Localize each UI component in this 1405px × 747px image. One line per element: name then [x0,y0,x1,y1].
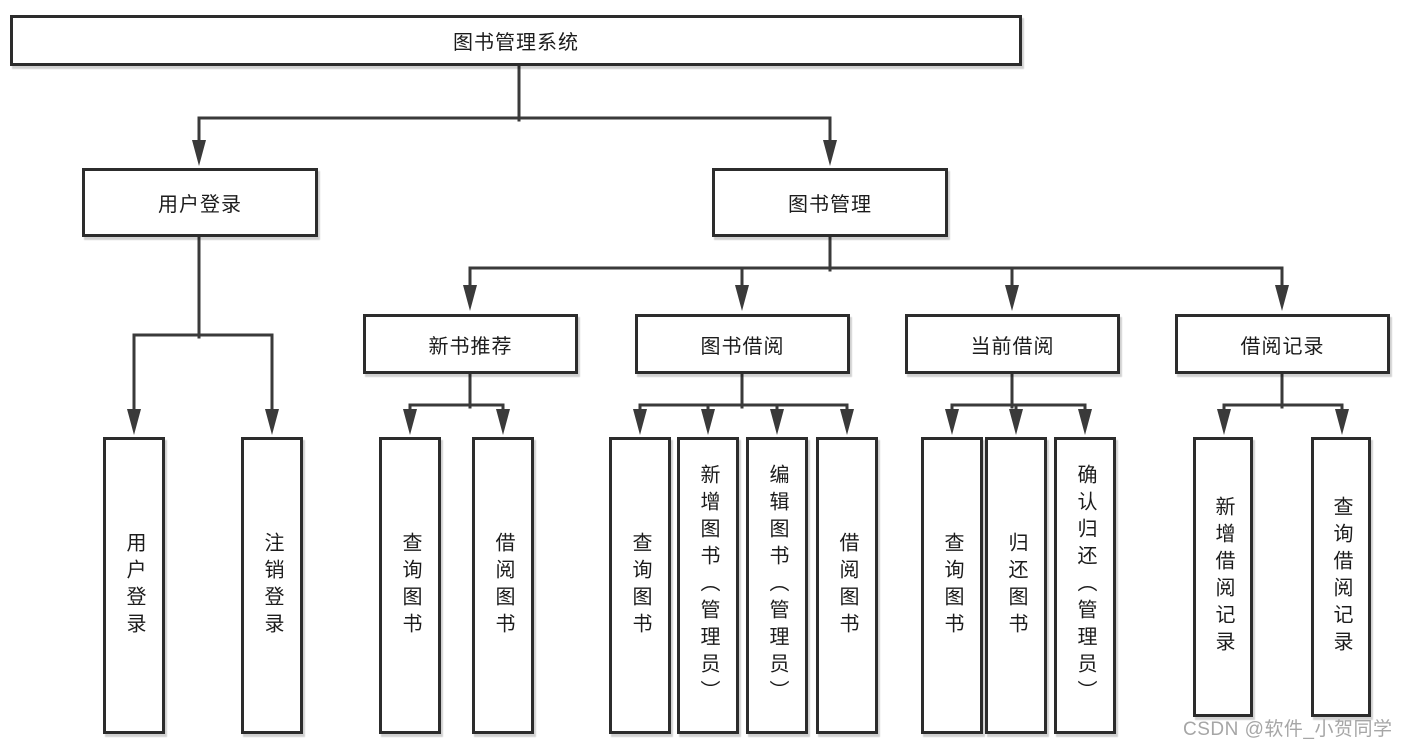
leaf-label: 新增图书（管理员） [697,464,719,707]
node-borrowing-records: 借阅记录 [1175,314,1390,374]
node-label: 新书推荐 [428,335,513,358]
leaf-label: 归还图书 [1005,531,1027,640]
connector-shafts [132,64,1344,413]
leaf-newbook-borrow-books: 借阅图书 [472,437,534,734]
leaf-records-add-record: 新增借阅记录 [1193,437,1253,717]
node-book-management: 图书管理 [712,168,948,237]
leaf-current-return-books: 归还图书 [985,437,1047,734]
node-user-login: 用户登录 [82,168,318,237]
leaf-current-confirm-return-admin: 确认归还（管理员） [1054,437,1116,734]
node-label: 借阅记录 [1240,335,1325,358]
csdn-watermark: CSDN @软件_小贺同学 [1183,719,1393,740]
node-label: 图书管理系统 [453,32,579,54]
leaf-current-search-books: 查询图书 [921,437,983,734]
leaf-label: 查询图书 [941,531,963,640]
leaf-newbook-search-books: 查询图书 [379,437,441,734]
leaf-label: 借阅图书 [836,531,858,640]
node-library-system-root: 图书管理系统 [10,15,1022,66]
leaf-label: 编辑图书（管理员） [766,464,788,707]
leaf-borrow-search-books: 查询图书 [609,437,671,734]
leaf-label: 注销登录 [261,531,283,640]
leaf-logout: 注销登录 [241,437,303,734]
node-new-book-recommend: 新书推荐 [363,314,578,374]
node-label: 用户登录 [158,194,242,216]
leaf-borrow-edit-books-admin: 编辑图书（管理员） [746,437,808,734]
leaf-label: 用户登录 [123,531,145,640]
node-book-borrowing: 图书借阅 [635,314,850,374]
leaf-label: 查询图书 [399,531,421,640]
leaf-records-search-record: 查询借阅记录 [1311,437,1371,717]
leaf-label: 借阅图书 [492,531,514,640]
arrowhead-icons [127,140,1349,435]
leaf-label: 查询图书 [629,531,651,640]
node-label: 当前借阅 [970,335,1055,358]
leaf-label: 新增借阅记录 [1212,496,1234,658]
node-current-borrowing: 当前借阅 [905,314,1120,374]
leaf-borrow-add-books-admin: 新增图书（管理员） [677,437,739,734]
node-label: 图书借阅 [700,335,785,358]
leaf-borrow-borrow-books: 借阅图书 [816,437,878,734]
leaf-user-login: 用户登录 [103,437,165,734]
node-label: 图书管理 [788,194,872,216]
leaf-label: 查询借阅记录 [1330,496,1352,658]
leaf-label: 确认归还（管理员） [1074,464,1096,707]
